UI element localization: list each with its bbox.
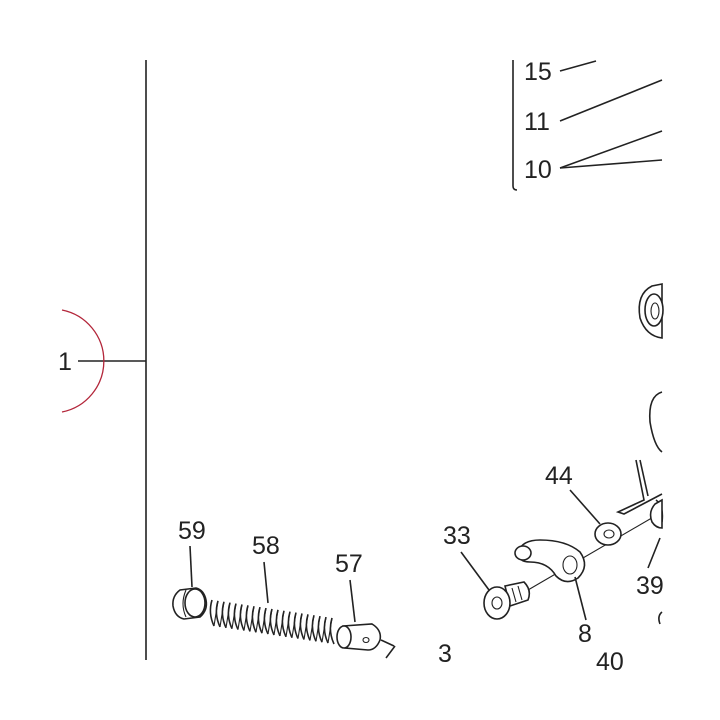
- leader-44: [569, 489, 601, 525]
- spring-coil: [299, 613, 305, 640]
- part-58-spring: [209, 599, 335, 645]
- group-bracket: [512, 60, 518, 191]
- callout-57: 57: [335, 550, 363, 578]
- spring-coil: [239, 604, 245, 631]
- spring-coil: [245, 605, 251, 632]
- leader-8: [574, 576, 587, 621]
- assembly-axis-line: [527, 511, 663, 591]
- spring-coil: [317, 615, 323, 643]
- part-39-cylinder: [649, 498, 663, 529]
- spring-coil: [287, 611, 293, 639]
- callout-8: 8: [578, 620, 592, 648]
- leader-33: [460, 551, 490, 591]
- spring-coil: [293, 612, 299, 639]
- leader-57: [349, 579, 356, 623]
- leader-10b: [559, 159, 663, 169]
- leader-58: [263, 561, 269, 604]
- spring-coil: [227, 602, 233, 630]
- leader-11: [559, 79, 663, 122]
- callout-40: 40: [596, 648, 624, 676]
- leader-10a: [559, 130, 663, 169]
- spring-coil: [329, 617, 335, 645]
- spring-coil: [305, 614, 311, 641]
- leader-59: [189, 545, 193, 588]
- callout-15: 15: [524, 58, 552, 86]
- callout-3: 3: [438, 640, 452, 668]
- callout-44: 44: [545, 462, 573, 490]
- callout-59: 59: [178, 517, 206, 545]
- leader-15: [559, 60, 597, 72]
- spring-coil: [209, 599, 215, 627]
- spring-coil: [275, 609, 281, 637]
- highlight-circle: [61, 309, 105, 413]
- leader-39: [647, 537, 661, 569]
- spring-coil: [269, 608, 275, 636]
- part-edge-fragment: [658, 611, 663, 625]
- part-59-plug: [172, 587, 208, 620]
- spring-coil: [221, 601, 227, 629]
- spring-coil: [311, 615, 317, 642]
- part-8-hook: [514, 539, 586, 583]
- spring-coil: [323, 616, 329, 644]
- callout-39: 39: [636, 572, 664, 600]
- callout-1: 1: [58, 348, 72, 376]
- part-33-screw: [483, 581, 531, 620]
- callout-11: 11: [524, 108, 550, 136]
- cylinder-part: [638, 283, 664, 339]
- spring-coil: [281, 610, 287, 638]
- spring-coil: [215, 600, 221, 628]
- part-57-plunger: [336, 623, 396, 659]
- callout-33: 33: [443, 522, 471, 550]
- callout-58: 58: [252, 532, 280, 560]
- spring-coil: [233, 603, 239, 630]
- spring-coil: [251, 606, 257, 633]
- part-44-washer: [594, 522, 622, 546]
- spring-coil: [257, 606, 263, 634]
- wire-clip-part: [615, 391, 664, 523]
- spring-coil: [263, 607, 269, 635]
- callout-10: 10: [524, 156, 552, 184]
